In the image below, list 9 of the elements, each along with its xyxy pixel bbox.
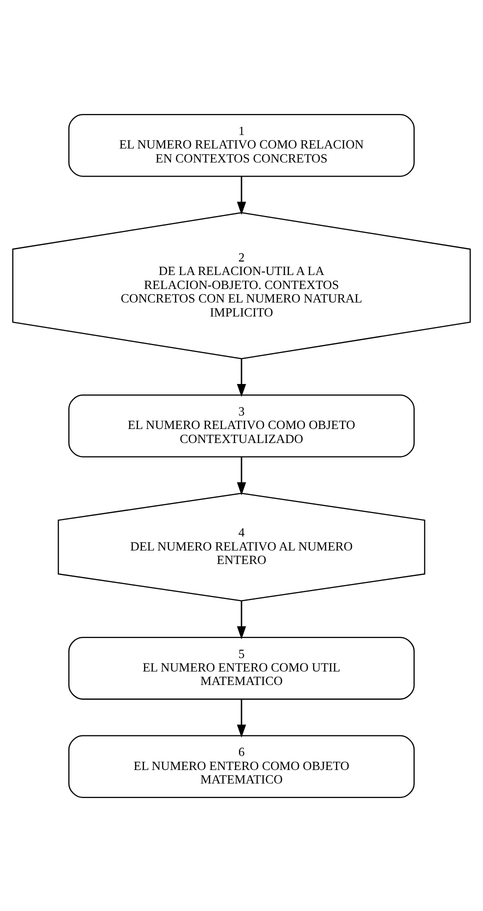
arrow: [236, 358, 246, 397]
arrow: [236, 176, 246, 214]
arrow: [236, 456, 246, 495]
arrow: [236, 698, 246, 738]
node-box: 3 EL NUMERO RELATIVO COMO OBJETO CONTEXTUALIZADO: [68, 394, 415, 457]
node-box: 1 EL NUMERO RELATIVO COMO RELACION EN CONTEXTOS CONCRETOS: [68, 114, 415, 176]
arrow: [236, 600, 246, 639]
node-box: 5 EL NUMERO ENTERO COMO UTIL MATEMATICO: [68, 636, 415, 700]
node-box: 6 EL NUMERO ENTERO COMO OBJETO MATEMATICO: [68, 734, 415, 798]
